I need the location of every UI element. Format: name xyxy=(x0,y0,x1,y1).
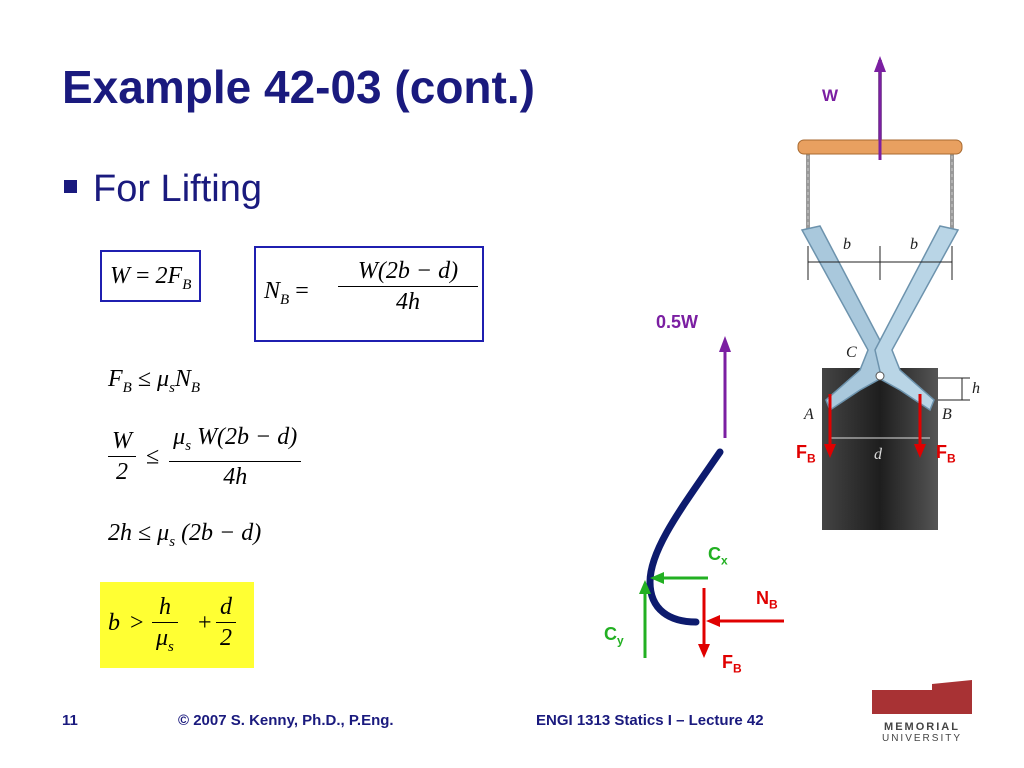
eq4-left-fraction: W 2 xyxy=(108,426,136,487)
cx-main: C xyxy=(708,544,721,564)
eq3-a-sub: B xyxy=(122,379,132,396)
eq1-lhs: W xyxy=(110,263,130,289)
slide-title: Example 42-03 (cont.) xyxy=(62,61,535,113)
eq6-mu-sub: s xyxy=(168,638,174,655)
fb-left-sub: B xyxy=(807,451,816,466)
eq3-a: F xyxy=(108,366,123,392)
eq3-mu-sub: s xyxy=(169,379,175,396)
tong-arm-left xyxy=(800,225,886,412)
dimension-b xyxy=(807,246,953,280)
equation-substituted: W 2 ≤ μs W(2b − d) 4h xyxy=(104,422,305,492)
label-nb: NB xyxy=(756,588,778,612)
eq3-c-sub: B xyxy=(190,379,201,396)
eq3-op: ≤ xyxy=(137,366,152,392)
eq4-mu: μ xyxy=(173,424,186,450)
eq2-lhs: N xyxy=(264,278,281,304)
eq4-op: ≤ xyxy=(146,443,160,470)
logo-line1: MEMORIAL xyxy=(884,721,960,733)
eq5-mu-sub: s xyxy=(169,533,176,550)
eq6-plus: + xyxy=(198,610,212,636)
logo-mark-icon xyxy=(872,680,972,714)
bullet-item: For Lifting xyxy=(64,168,262,211)
equation-w-boxed: W = 2FB xyxy=(100,250,202,302)
label-dim-b2: b xyxy=(910,236,918,253)
equation-friction: FB ≤ μsNB xyxy=(108,366,200,397)
cy-sub: y xyxy=(617,633,624,648)
equation-simplified: 2h ≤ μs (2b − d) xyxy=(108,520,261,551)
eq6-op: > xyxy=(130,610,144,636)
cx-sub: x xyxy=(721,553,728,568)
logo-line2: UNIVERSITY xyxy=(881,733,962,744)
dimension-h xyxy=(938,377,970,401)
label-fb: FB xyxy=(722,652,742,676)
label-cx: Cx xyxy=(708,544,728,568)
fb-right-sub: B xyxy=(947,451,956,466)
label-h: h xyxy=(972,380,980,397)
eq5-op: ≤ xyxy=(138,520,152,546)
tongs-illustration xyxy=(797,56,970,530)
label-a: A xyxy=(804,406,814,423)
fb-right-main: F xyxy=(936,442,947,462)
label-cy: Cy xyxy=(604,624,624,648)
label-fb-right: FB xyxy=(936,442,956,466)
free-body-diagram xyxy=(639,336,784,658)
eq4-r-num: W(2b − d) xyxy=(197,424,298,450)
fb-main: F xyxy=(722,652,733,672)
equation-nb-boxed: NB = W(2b − d) 4h xyxy=(254,246,484,342)
eq5-rhs: (2b − d) xyxy=(181,520,262,546)
tong-arm-curve xyxy=(646,448,724,626)
eq3-c: N xyxy=(174,366,191,392)
eq4-l-num: W xyxy=(108,426,136,458)
eq2-den: 4h xyxy=(396,289,420,315)
memorial-university-logo: MEMORIAL UNIVERSITY xyxy=(872,680,972,744)
label-b-point: B xyxy=(942,406,952,423)
eq6-lhs: b xyxy=(108,610,120,636)
eq6-f2-den: 2 xyxy=(220,625,232,651)
eq5-lhs: 2h xyxy=(108,520,132,546)
eq4-l-den: 2 xyxy=(116,459,128,486)
eq3-mu: μ xyxy=(157,366,170,392)
equation-result-highlighted: b > h μs + d 2 xyxy=(100,582,254,668)
eq2-lhs-sub: B xyxy=(280,291,290,308)
eq1-rhs-sub: B xyxy=(182,276,192,293)
label-fb-left: FB xyxy=(796,442,816,466)
bullet-text: For Lifting xyxy=(93,168,262,210)
eq1-rhs: 2F xyxy=(155,263,183,289)
course-label: ENGI 1313 Statics I – Lecture 42 xyxy=(536,712,764,729)
copyright: © 2007 S. Kenny, Ph.D., P.Eng. xyxy=(178,712,394,729)
eq4-r-den: 4h xyxy=(223,463,248,490)
nb-sub: B xyxy=(769,597,778,612)
fb-sub: B xyxy=(733,661,742,676)
eq1-op: = xyxy=(136,263,150,289)
nb-main: N xyxy=(756,588,769,608)
eq4-right-fraction: μs W(2b − d) 4h xyxy=(169,422,302,492)
label-c: C xyxy=(846,344,857,361)
fb-left-main: F xyxy=(796,442,807,462)
cy-main: C xyxy=(604,624,617,644)
eq6-fraction-1: h μs xyxy=(152,592,178,662)
eq6-mu: μ xyxy=(156,625,169,651)
eq4-mu-sub: s xyxy=(185,437,192,454)
label-dim-b1: b xyxy=(843,236,851,253)
eq2-fraction: W(2b − d) 4h xyxy=(338,256,478,317)
tong-arm-right xyxy=(874,225,960,412)
label-half-w: 0.5W xyxy=(656,312,699,332)
page-number: 11 xyxy=(62,712,78,729)
bullet-square-icon xyxy=(64,180,77,193)
label-w: W xyxy=(822,86,839,105)
label-d: d xyxy=(874,446,882,463)
eq2-op: = xyxy=(295,278,309,304)
eq2-num: W(2b − d) xyxy=(338,256,478,287)
eq6-f1-num: h xyxy=(152,592,178,623)
eq6-f2-num: d xyxy=(216,592,236,623)
eq6-fraction-2: d 2 xyxy=(216,592,236,653)
eq5-mu: μ xyxy=(157,520,170,546)
